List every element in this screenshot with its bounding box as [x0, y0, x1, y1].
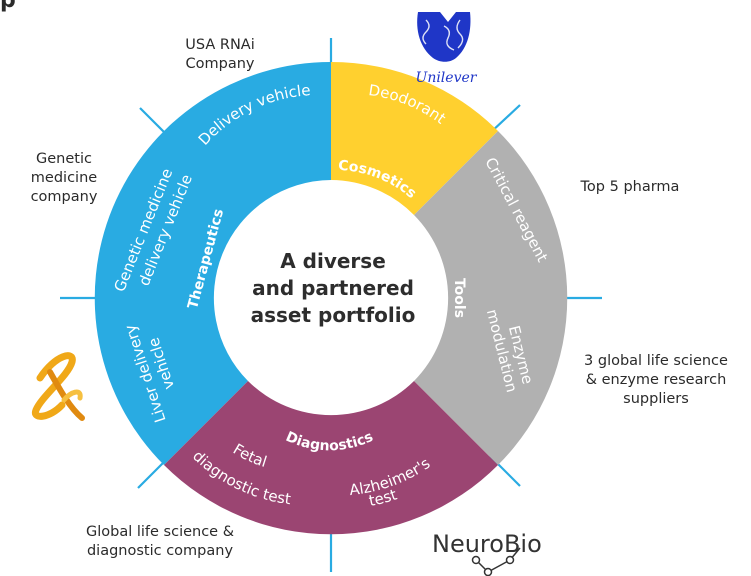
partner-life-science-line-3: suppliers	[623, 391, 689, 407]
partner-genetic-medicine: Genetic medicine company	[14, 150, 114, 207]
partner-usa-rnai: USA RNAi Company	[160, 36, 280, 74]
heading-fragment: p	[0, 0, 16, 13]
unilever-wordmark: Unilever	[416, 70, 478, 86]
partner-global-diagnostic-line-1: Global life science &	[85, 524, 235, 540]
center-line-2: and partnered	[252, 276, 414, 300]
partner-global-diagnostic: Global life science & diagnostic company	[50, 523, 270, 561]
segment-diagnostics	[164, 381, 498, 535]
partner-usa-rnai-line-2: Company	[185, 56, 255, 72]
partner-genetic-medicine-line-3: company	[30, 189, 98, 205]
astrazeneca-logo	[31, 352, 85, 421]
partner-global-diagnostic-line-2: diagnostic company	[86, 543, 234, 559]
center-title: A diverse and partnered asset portfolio	[238, 248, 428, 329]
partner-top-pharma: Top 5 pharma	[560, 178, 700, 197]
partner-genetic-medicine-line-1: Genetic	[36, 151, 92, 167]
neurobio-logo: NeuroBio	[432, 530, 542, 576]
partner-life-science-suppliers: 3 global life science & enzyme research …	[562, 352, 750, 409]
unilever-logo: Unilever	[416, 12, 478, 86]
partner-life-science-line-2: & enzyme research	[585, 372, 727, 388]
segment-tools	[414, 131, 568, 465]
center-line-1: A diverse	[280, 249, 386, 273]
partner-genetic-medicine-line-2: medicine	[30, 170, 98, 186]
segment-therapeutics	[94, 61, 331, 465]
neurobio-wordmark: NeuroBio	[432, 530, 542, 558]
tools-label: Tools	[451, 278, 467, 318]
partner-top-pharma-line-1: Top 5 pharma	[580, 179, 680, 195]
center-hole	[215, 182, 447, 414]
segment-cosmetics	[331, 61, 498, 215]
center-line-3: asset portfolio	[250, 303, 416, 327]
partner-usa-rnai-line-1: USA RNAi	[185, 37, 255, 53]
partner-life-science-line-1: 3 global life science	[584, 353, 728, 369]
